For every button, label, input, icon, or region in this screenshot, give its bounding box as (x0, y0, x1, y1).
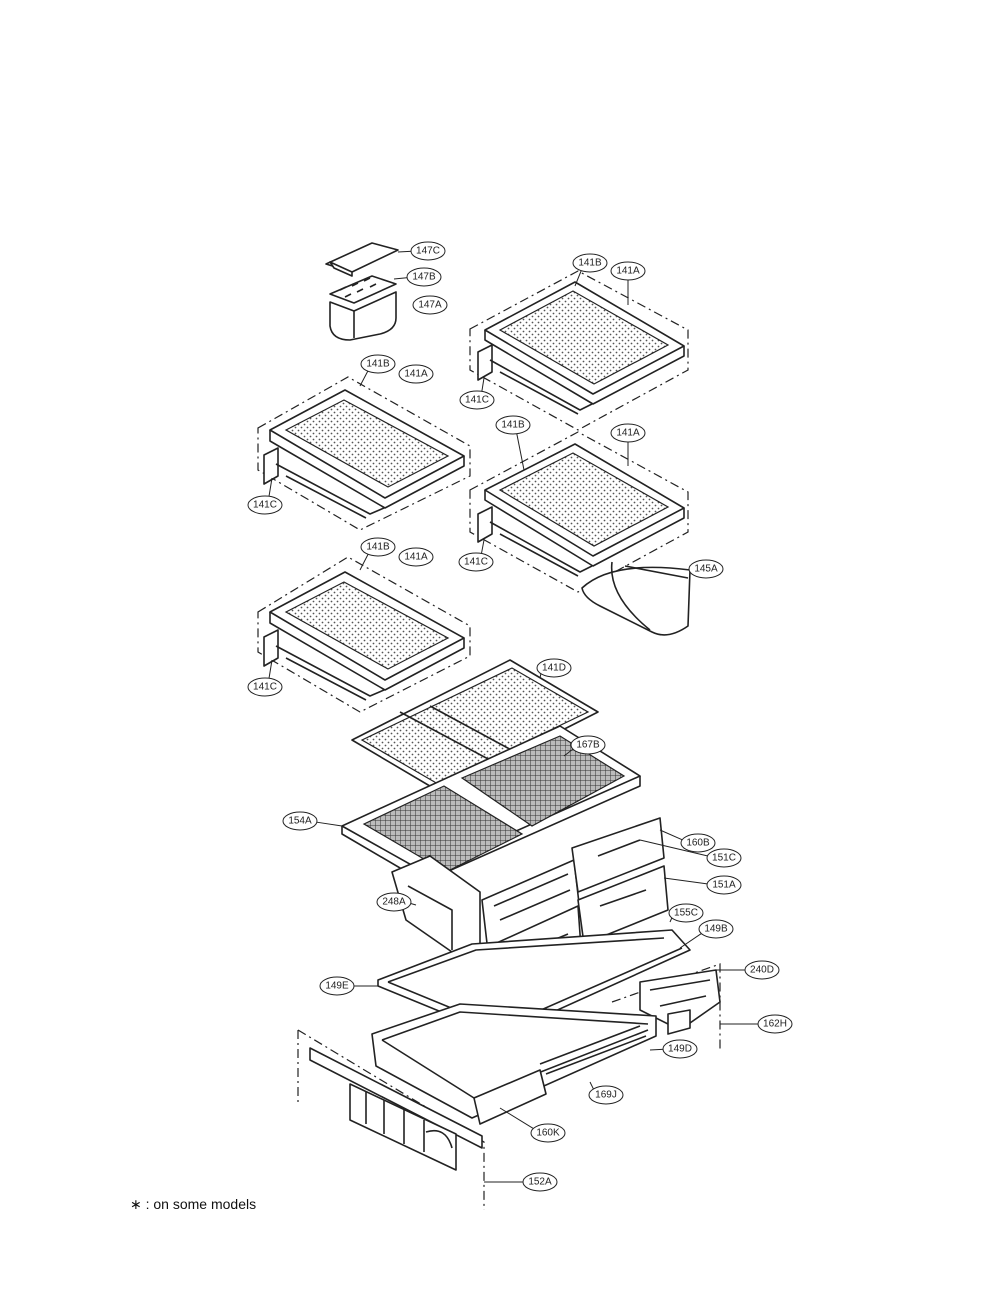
callout-crisper-cover: 154A (282, 811, 343, 831)
callout-text: 152A (528, 1177, 552, 1188)
callout-drawer-guide: 151C (639, 839, 742, 868)
callout-shelf3-frame: 141A (610, 423, 646, 466)
callout-drawer-front-lower: 155C (668, 903, 704, 923)
right-rail-support (611, 963, 721, 1050)
callout-shelf3-glass: 141B (495, 415, 531, 471)
callout-text: 162H (763, 1019, 787, 1030)
egg-box-assembly (325, 242, 399, 341)
callout-support-right: 162H (720, 1014, 793, 1034)
callout-pantry-assy: 152A (484, 1172, 558, 1192)
wine-rack (581, 561, 691, 636)
callout-text: 149D (668, 1044, 692, 1055)
shelf-2 (257, 376, 471, 531)
shelf-3 (469, 431, 689, 593)
callout-text: 141B (501, 420, 525, 431)
crisper-cover-frame (341, 725, 641, 883)
callout-text: 141B (366, 359, 390, 370)
callout-shelf2-glass: 141B (359, 354, 396, 387)
callout-text: 141C (464, 557, 488, 568)
callout-pantry-tray: 160K (499, 1107, 566, 1143)
pantry-front-panel (297, 1029, 485, 1210)
callout-cover-glass: 141D (536, 658, 572, 679)
callout-labels: 147C 147B 147A 141B 141A 141C 141B 141A 141C 141B… (247, 241, 793, 1192)
callout-crisper-left: 248A (376, 892, 417, 912)
callout-egg-box: 147A (412, 295, 448, 315)
callout-text: 149B (704, 924, 728, 935)
callout-text: 149E (325, 981, 349, 992)
callout-shelf2-frame: 141A (398, 364, 434, 384)
callout-text: 141D (542, 663, 566, 674)
callout-text: 160B (686, 838, 710, 849)
callout-shelf1-frame: 141A (610, 261, 646, 305)
callout-tray-glass: 149E (319, 976, 378, 996)
callout-egg-tray: 147B (393, 267, 442, 287)
callout-text: 141A (404, 369, 428, 380)
callout-shelf4-bracket: 141C (247, 659, 283, 697)
callout-text: 141B (578, 258, 602, 269)
callout-text: 141B (366, 542, 390, 553)
callout-tray-rail: 149D (649, 1039, 698, 1059)
callout-text: 248A (382, 897, 406, 908)
callout-text: 141C (465, 395, 489, 406)
callout-text: 141C (253, 500, 277, 511)
footnote: ∗ : on some models (130, 1196, 257, 1212)
callout-rail-end: 240D (716, 960, 780, 980)
callout-text: 167B (576, 740, 600, 751)
callout-shelf4-frame: 141A (398, 547, 434, 567)
pantry-tray (371, 1003, 657, 1125)
callout-text: 155C (674, 908, 698, 919)
callout-egg-lid: 147C (397, 241, 446, 261)
callout-pantry-front: 169J (588, 1081, 624, 1105)
callout-shelf1-glass: 141B (572, 253, 608, 287)
callout-text: 240D (750, 965, 774, 976)
callout-text: 145A (694, 564, 718, 575)
callout-text: 141C (253, 682, 277, 693)
callout-shelf3-bracket: 141C (458, 539, 494, 572)
shelf-1 (469, 270, 689, 431)
callout-shelf1-bracket: 141C (459, 377, 495, 410)
callout-text: 141A (616, 428, 640, 439)
callout-text: 147B (412, 272, 436, 283)
callout-text: 151A (712, 880, 736, 891)
callout-text: 141A (404, 552, 428, 563)
callout-text: 141A (616, 266, 640, 277)
callout-text: 154A (288, 816, 312, 827)
callout-drawer-front: 151A (663, 875, 742, 895)
callout-text: 147C (416, 246, 440, 257)
callout-wine-rack: 145A (688, 559, 724, 579)
callout-rail-right: 149B (679, 919, 734, 949)
callout-shelf4-glass: 141B (359, 537, 396, 571)
callout-text: 147A (418, 300, 442, 311)
callout-drawer-right-top: 160B (659, 829, 716, 853)
callout-shelf2-bracket: 141C (247, 477, 283, 515)
callout-cover-mesh: 167B (563, 735, 606, 757)
callout-text: 151C (712, 853, 736, 864)
callout-text: 169J (595, 1090, 617, 1101)
shelf-4 (257, 556, 471, 713)
callout-text: 160K (536, 1128, 560, 1139)
